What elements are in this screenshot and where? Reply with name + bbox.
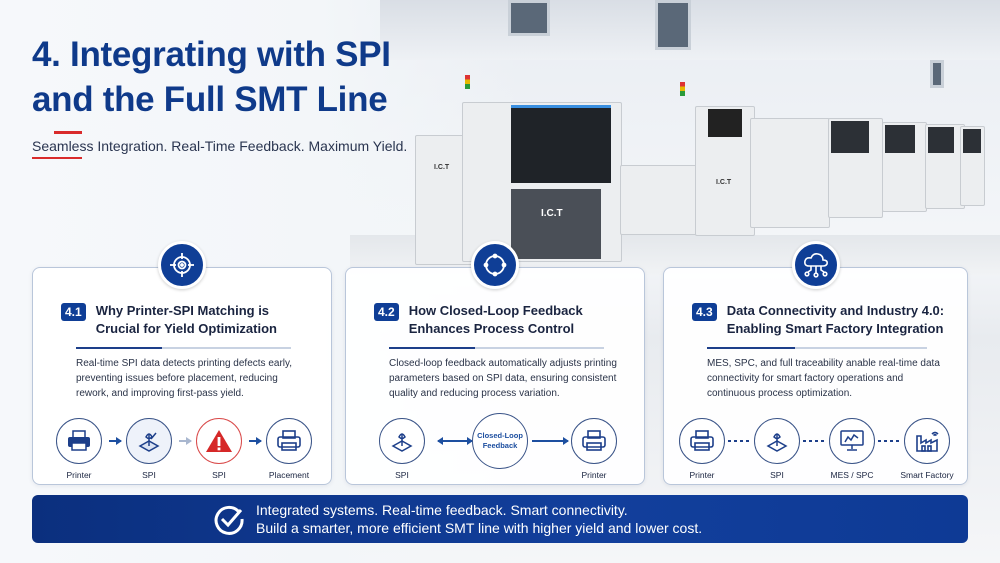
card-title: Data Connectivity and Industry 4.0: Enab… [726,303,945,336]
page-subtitle: Seamless Integration. Real-Time Feedback… [32,138,408,154]
divider [76,347,291,349]
flow-node-mes-spc: MES / SPC [828,418,876,480]
card-description: Real-time SPI data detects printing defe… [76,358,293,399]
window [655,0,691,50]
arrow-right [109,437,122,445]
summary-banner: Integrated systems. Real-time feedback. … [32,495,968,543]
process-flow: Printer SPI MES / SPC Smart Factory [664,418,967,480]
flow-node-spi: SPI [125,418,173,480]
bidirectional-arrow [437,437,473,445]
pick-and-place-machine [925,124,965,209]
flow-node-smart-factory: Smart Factory [900,418,954,480]
warning-icon [196,418,242,464]
card-description: Closed-loop feedback automatically adjus… [389,358,617,399]
cloud-network-icon [791,241,840,289]
divider [389,347,604,349]
flow-node-printer: Printer [55,418,103,480]
process-flow: Printer SPI SPI Placement [33,418,331,480]
stencil-printer-machine: I.C.T [462,102,622,262]
arrow-right [179,437,192,445]
monitor-chart-icon [829,418,875,464]
section-badge: 4.2 [374,303,399,321]
card-printer-spi-matching: 4.1 Why Printer-SPI Matching is Crucial … [32,241,332,485]
flow-node-spi: SPI [753,418,801,480]
spi-machine: I.C.T [695,106,755,236]
spi-inspection-icon [379,418,425,464]
flow-node-closed-loop: Closed-Loop Feedback [472,413,528,469]
dotted-connector [878,440,902,442]
printer-icon [679,418,725,464]
banner-text: Integrated systems. Real-time feedback. … [256,502,703,536]
conveyor [620,165,700,235]
process-flow: SPI Closed-Loop Feedback Printer [346,413,644,480]
loop-icon [471,241,519,289]
printer-icon [56,418,102,464]
accent-bar [54,131,82,134]
pick-and-place-machine [882,122,927,212]
window [508,0,550,36]
pick-and-place-machine [828,118,883,218]
flow-node-placement: Placement [265,418,313,480]
printer-icon [266,418,312,464]
dotted-connector [803,440,827,442]
card-data-connectivity: 4.3 Data Connectivity and Industry 4.0: … [663,241,968,485]
subtitle-underline [32,157,82,159]
flow-node-printer: Printer [678,418,726,480]
page-title: 4. Integrating with SPI and the Full SMT… [32,35,391,119]
section-badge: 4.3 [692,303,717,321]
window [930,60,944,88]
flow-node-printer: Printer [570,418,618,480]
flow-node-spi: SPI [378,418,426,480]
arrow-right [249,437,262,445]
spi-inspection-icon [754,418,800,464]
spi-inspection-icon [126,418,172,464]
card-title: How Closed-Loop Feedback Enhances Proces… [408,303,583,336]
buffer-machine [750,118,830,228]
card-closed-loop-feedback: 4.2 How Closed-Loop Feedback Enhances Pr… [345,241,645,485]
target-icon [158,241,206,289]
signal-tower [465,75,470,89]
card-title: Why Printer-SPI Matching is Crucial for … [95,303,277,336]
pick-and-place-machine [960,126,985,206]
section-badge: 4.1 [61,303,86,321]
check-circle-icon [214,505,244,535]
card-description: MES, SPC, and full traceability anable r… [707,358,940,399]
dotted-connector [728,440,752,442]
flow-node-spi-defect: SPI [195,418,243,480]
signal-tower [680,82,685,96]
arrow-right [532,437,569,445]
factory-icon [904,418,950,464]
printer-icon [571,418,617,464]
divider [707,347,927,349]
